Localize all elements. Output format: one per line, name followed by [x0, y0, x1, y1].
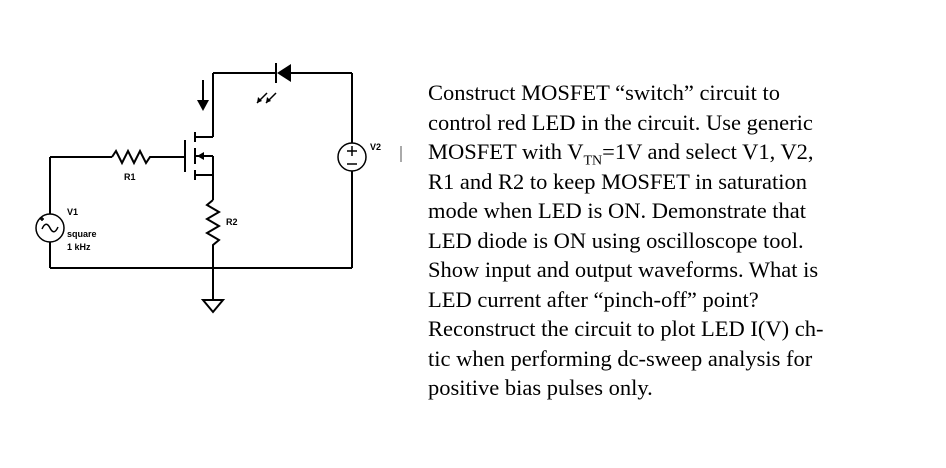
r1-label: R1: [124, 172, 136, 182]
text-line-3-a: MOSFET with V: [428, 139, 584, 164]
text-line-2: control red LED in the circuit. Use gene…: [428, 109, 813, 135]
v1-source: [35, 213, 65, 243]
text-line-5: mode when LED is ON. Demonstrate that: [428, 198, 807, 223]
source-wires: [205, 175, 221, 300]
circuit-schematic: V1 square 1 kHz R1: [35, 63, 402, 314]
r1-resistor: [111, 148, 185, 166]
drain-wires: [212, 72, 353, 143]
left-wires: [49, 156, 352, 269]
text-line-8: LED current after “pinch-off” point?: [428, 286, 759, 312]
r2-resistor: [205, 199, 221, 300]
v2-source: [337, 142, 367, 268]
mosfet: [184, 132, 214, 180]
text-line-10: tic when performing dc-sweep analysis fo…: [428, 345, 813, 371]
text-line-3-b: =1V and select V1, V2,: [602, 139, 814, 164]
text-line-1: Construct MOSFET “switch” circuit to: [428, 80, 781, 105]
v1-label: V1: [67, 207, 78, 217]
ground-icon: [200, 299, 226, 314]
v1-freq-label: 1 kHz: [67, 242, 91, 252]
text-line-7: Show input and output waveforms. What is: [428, 257, 819, 282]
assignment-text: Construct MOSFET “switch” circuit to con…: [428, 78, 928, 403]
text-line-6: LED diode is ON using oscilloscope tool.: [428, 227, 804, 253]
v1-wave-label: square: [67, 229, 97, 239]
text-line-11: positive bias pulses only.: [428, 375, 653, 400]
vtn-subscript: TN: [583, 153, 603, 169]
current-arrow-icon: [197, 80, 209, 111]
v2-label: V2: [370, 142, 381, 152]
r2-label: R2: [226, 217, 238, 227]
text-line-3: MOSFET with VTN=1V and select V1, V2,: [428, 137, 928, 169]
text-line-9: Reconstruct the circuit to plot LED I(V)…: [428, 316, 824, 341]
led-diode-icon: [256, 63, 291, 104]
text-line-4: R1 and R2 to keep MOSFET in saturation: [428, 168, 807, 194]
